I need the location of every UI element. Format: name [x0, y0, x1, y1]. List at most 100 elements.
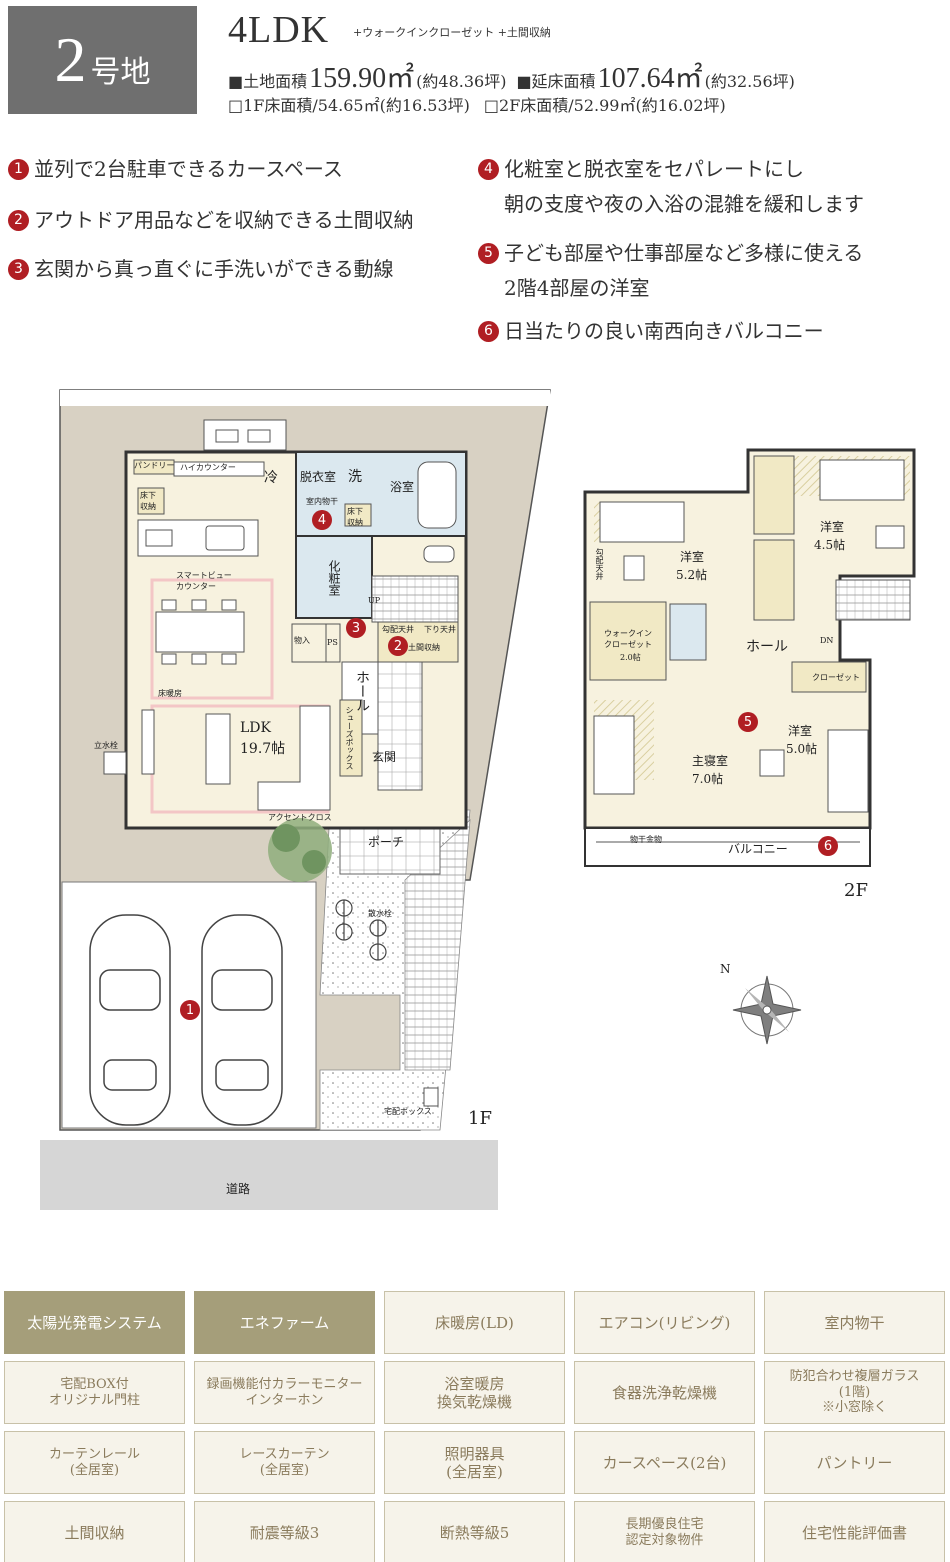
indoor-dry-label: 室内物干: [306, 497, 338, 506]
underfloor-label: 床下 収納: [140, 491, 156, 511]
floor-area-tsubo: (約32.56坪): [704, 72, 795, 91]
equipment-item: 浴室暖房 換気乾燥機: [384, 1361, 565, 1424]
feature-number: 3: [8, 259, 29, 280]
high-counter-label: ハイカウンター: [180, 463, 236, 472]
equipment-item: 録画機能付カラーモニター インターホン: [194, 1361, 375, 1424]
hall-2f-label: ホール: [746, 639, 788, 655]
compass-north-label: N: [720, 962, 731, 976]
stairs-down-label: DN: [820, 636, 834, 645]
balcony-label: バルコニー: [728, 842, 788, 856]
floor-heating-label: 床暖房: [158, 689, 182, 698]
hall-label: ホール: [354, 670, 370, 712]
smart-view-label: スマートビュー カウンター: [176, 571, 232, 591]
feature-text: アウトドア用品などを収納できる土間収納: [34, 208, 414, 232]
floor2-caption: 2F: [844, 880, 868, 901]
equipment-item: カースペース(2台): [574, 1431, 755, 1494]
feature-item: 3 玄関から真っ直ぐに手洗いができる動線: [8, 252, 394, 287]
accent-cloth-label: アクセントクロス: [268, 813, 332, 822]
marker-4: 4: [312, 510, 332, 530]
equipment-item: エアコン(リビング): [574, 1291, 755, 1354]
room-c-size: 5.0帖: [786, 742, 818, 756]
equipment-item: エネファーム: [194, 1291, 375, 1354]
equipment-item: 住宅性能評価書: [764, 1501, 945, 1562]
floor-area-label: ■延床面積: [516, 72, 596, 91]
equipment-item: 長期優良住宅 認定対象物件: [574, 1501, 755, 1562]
room-c-label: 洋室: [788, 724, 813, 738]
area-summary: ■土地面積 159.90㎡ (約48.36坪) ■延床面積 107.64㎡ (約…: [228, 56, 795, 96]
road: [40, 1140, 498, 1210]
master-bedroom-label: 主寝室: [692, 754, 729, 768]
equipment-item: 土間収納: [4, 1501, 185, 1562]
feature-text: 日当たりの良い南西向きバルコニー: [504, 319, 824, 343]
pantry-label: パンドリー: [134, 461, 175, 470]
ldk-size: 19.7帖: [240, 741, 286, 757]
slope-ceiling-2f-label: 勾配天井: [595, 548, 604, 580]
feature-number: 2: [8, 210, 29, 231]
earth-storage-label: 土間収納: [408, 643, 440, 652]
floor-plans: パンドリー ハイカウンター 冷 床下 収納 スマートビュー カウンター 床暖房 …: [0, 380, 950, 1220]
floor1-caption: 1F: [468, 1108, 492, 1129]
feature-text: 並列で2台駐車できるカースペース: [34, 157, 343, 181]
feature-text: 2階4部屋の洋室: [504, 276, 650, 300]
equipment-item: 耐震等級3: [194, 1501, 375, 1562]
marker-2: 2: [388, 636, 408, 656]
room-a-size: 5.2帖: [676, 568, 708, 582]
marker-5: 5: [738, 712, 758, 732]
equipment-item: 床暖房(LD): [384, 1291, 565, 1354]
equipment-grid: 太陽光発電システムエネファーム床暖房(LD)エアコン(リビング)室内物干宅配BO…: [4, 1291, 946, 1562]
equipment-item: 食器洗浄乾燥機: [574, 1361, 755, 1424]
marker-1: 1: [180, 1000, 200, 1020]
room-a-label: 洋室: [680, 550, 705, 564]
equipment-item: 断熱等級5: [384, 1501, 565, 1562]
sprinkler-tap-label: 散水栓: [368, 909, 392, 918]
room-b-label: 洋室: [820, 520, 845, 534]
lot-badge: 2 号地: [8, 6, 197, 114]
bicycle-icon: [335, 899, 387, 961]
standing-tap-label: 立水栓: [94, 741, 118, 750]
road-label: 道路: [226, 1182, 251, 1196]
land-area-tsubo: (約48.36坪): [416, 72, 507, 91]
land-area-label: ■土地面積: [228, 72, 308, 91]
equipment-item: 照明器具 (全居室): [384, 1431, 565, 1494]
powder-room-label: 化粧室: [327, 560, 341, 596]
floor-area-value: 107.64㎡: [597, 63, 703, 94]
closet-label: クローゼット: [812, 673, 860, 682]
feature-item: 1 並列で2台駐車できるカースペース: [8, 152, 343, 187]
feature-text: 子ども部屋や仕事部屋など多様に使える: [504, 241, 864, 265]
equipment-item: レースカーテン (全居室): [194, 1431, 375, 1494]
plan-extras: +ウォークインクローゼット +土間収納: [353, 26, 551, 39]
plan-type: 4LDK: [228, 9, 330, 51]
fridge-label: 冷: [264, 470, 278, 486]
compass-icon: [732, 975, 802, 1045]
pipe-space-label: PS: [327, 638, 338, 647]
underfloor-label-2: 床下 収納: [347, 507, 363, 527]
lot-suffix: 号地: [90, 55, 151, 90]
equipment-item: 室内物干: [764, 1291, 945, 1354]
floor-plan-drawing: [40, 389, 916, 1210]
feature-number: 4: [478, 159, 499, 180]
room-b-size: 4.5帖: [814, 538, 846, 552]
master-bedroom-size: 7.0帖: [692, 772, 724, 786]
stairs-up-label: UP: [368, 596, 381, 605]
floor1-area: □1F床面積/54.65㎡(約16.53坪): [228, 96, 470, 115]
feature-item: 5 子ども部屋や仕事部屋など多様に使える 2階4部屋の洋室: [478, 236, 863, 306]
drop-ceiling-label: 下り天井: [424, 625, 456, 634]
slope-ceiling-label: 勾配天井: [382, 625, 414, 634]
marker-3: 3: [346, 618, 366, 638]
feature-item: 4 化粧室と脱衣室をセパレートにし 朝の支度や夜の入浴の混雑を緩和します: [478, 152, 864, 222]
floor2-area: □2F床面積/52.99㎡(約16.02坪): [483, 96, 726, 115]
walk-in-closet-label: ウォークイン クローゼット: [604, 629, 652, 649]
feature-number: 6: [478, 321, 499, 342]
land-area-value: 159.90㎡: [309, 63, 415, 94]
ldk-label: LDK: [240, 720, 271, 736]
storage-label: 物入: [294, 636, 310, 645]
car-icon: [89, 914, 283, 1126]
feature-text: 朝の支度や夜の入浴の混雑を緩和します: [504, 192, 864, 216]
marker-6: 6: [818, 836, 838, 856]
equipment-item: 宅配BOX付 オリジナル門柱: [4, 1361, 185, 1424]
feature-item: 6 日当たりの良い南西向きバルコニー: [478, 314, 824, 349]
equipment-item: 防犯合わせ複層ガラス (1階) ※小窓除く: [764, 1361, 945, 1424]
equipment-item: パントリー: [764, 1431, 945, 1494]
delivery-box-label: 宅配ボックス: [384, 1107, 432, 1116]
feature-text: 玄関から真っ直ぐに手洗いができる動線: [34, 257, 394, 281]
